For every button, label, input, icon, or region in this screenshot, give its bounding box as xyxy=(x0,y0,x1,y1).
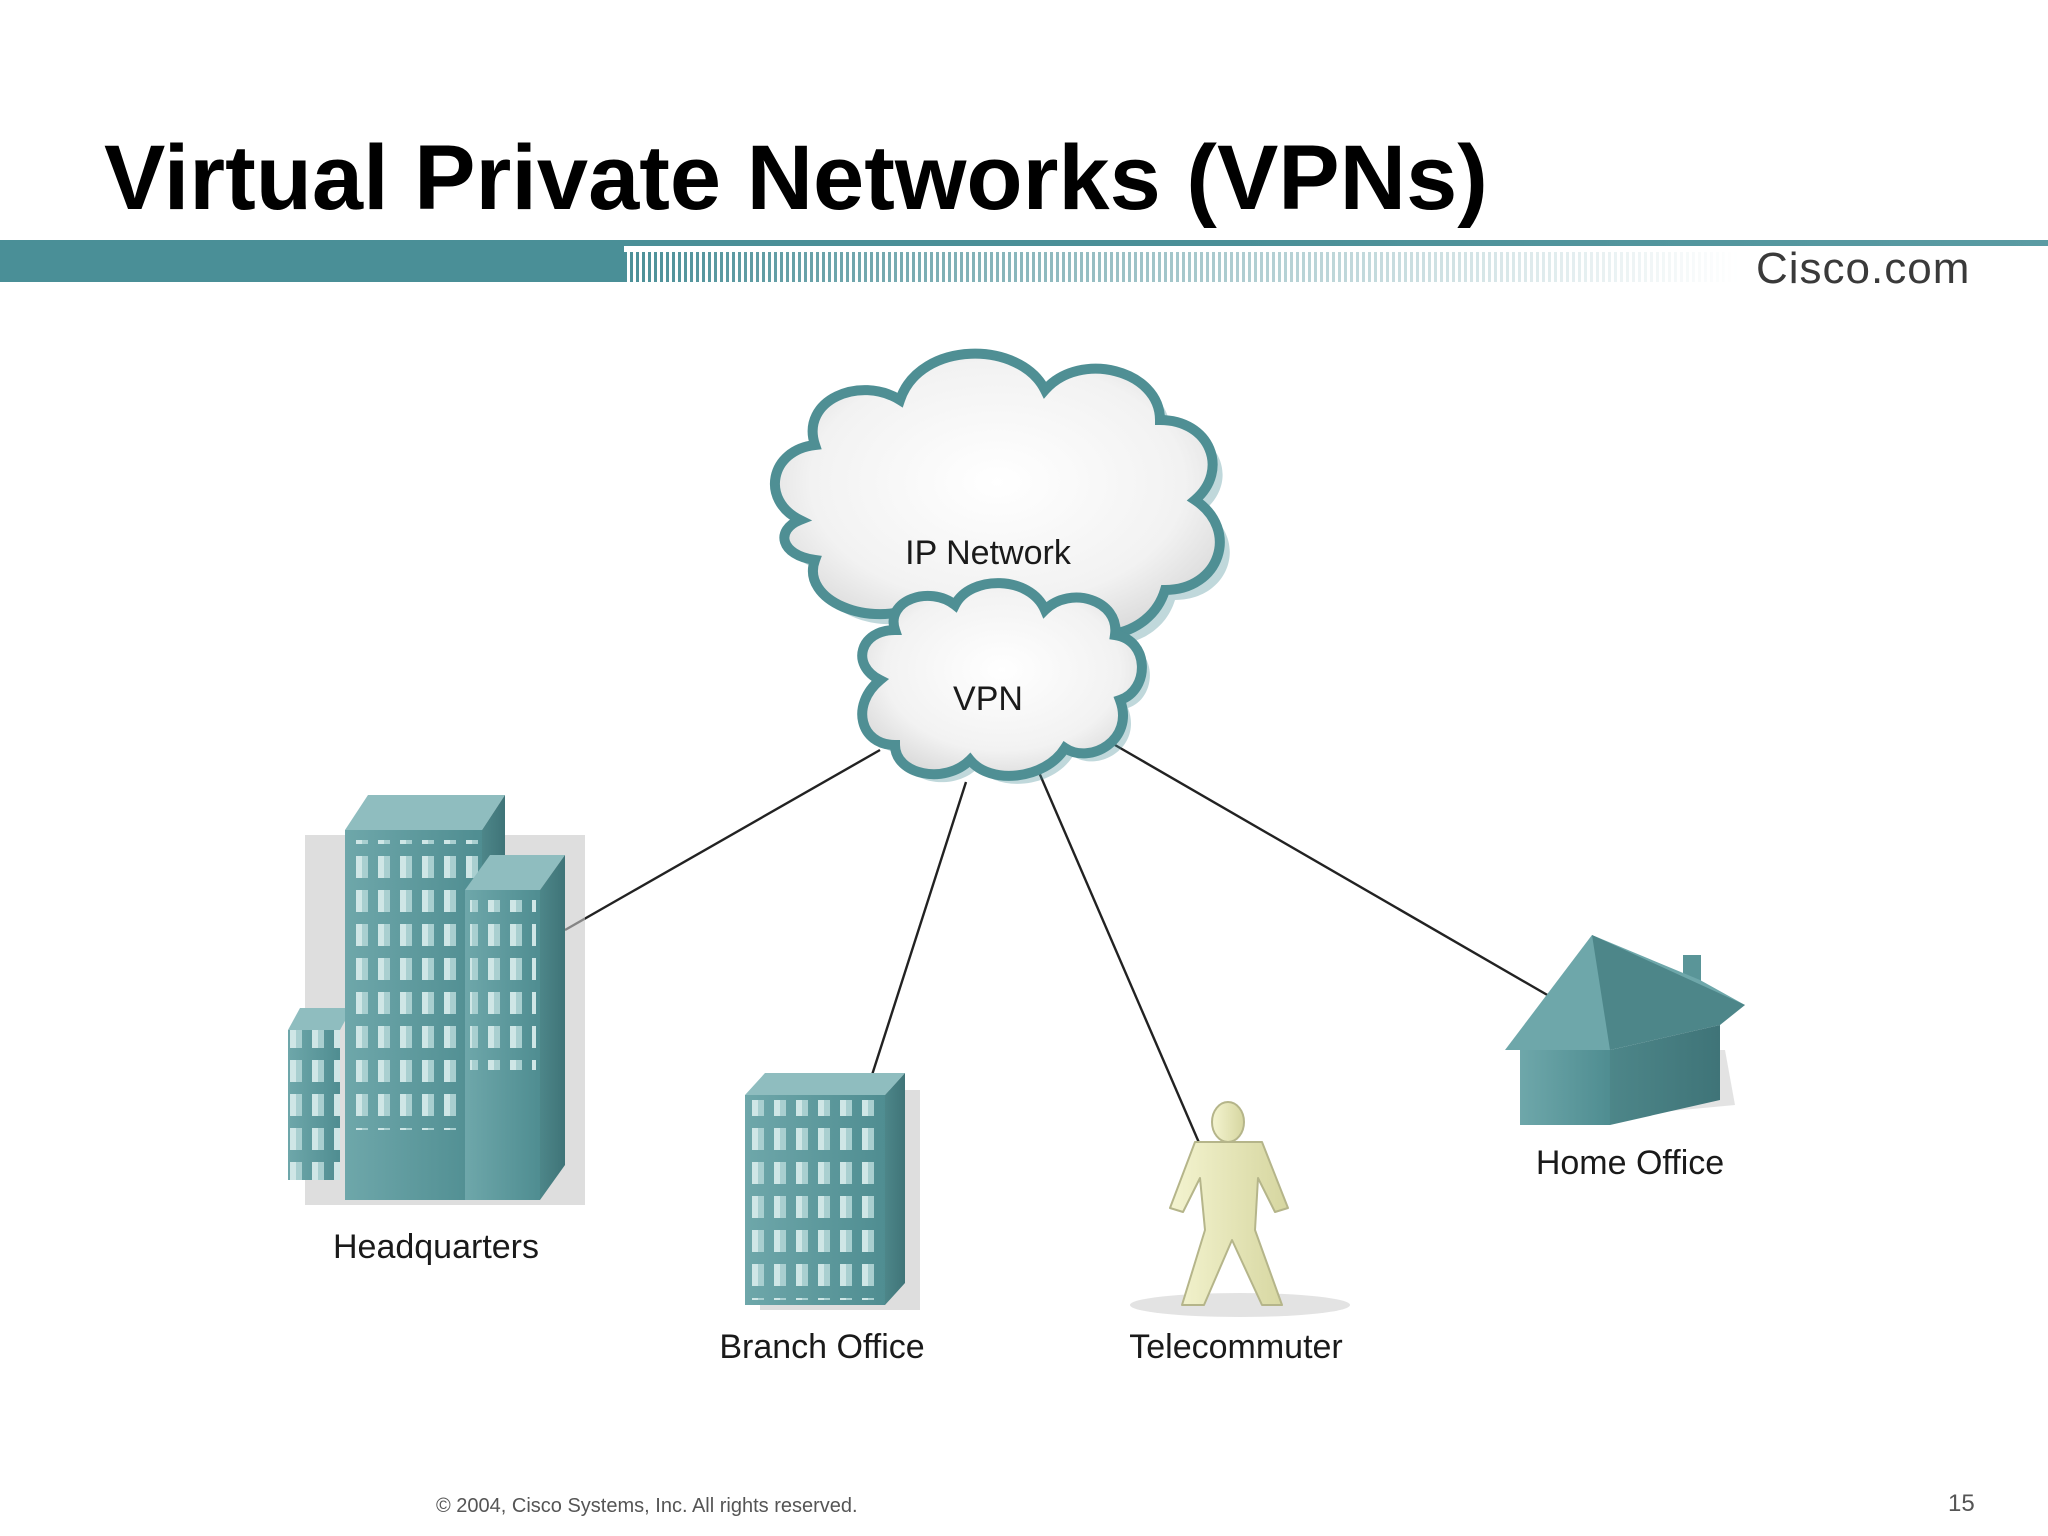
connection-lines xyxy=(564,743,1557,1146)
brand-logo-text: Cisco.com xyxy=(1756,244,1971,293)
office-tower-icon xyxy=(288,795,585,1205)
header-banner xyxy=(0,240,2048,282)
person-icon xyxy=(1130,1101,1350,1317)
house-icon xyxy=(1505,935,1745,1125)
building-icon xyxy=(745,1073,920,1310)
headquarters-label: Headquarters xyxy=(332,1228,540,1266)
vpn-label: VPN xyxy=(953,680,1023,718)
link-telecommuter xyxy=(1036,769,1202,1146)
branch-office-label: Branch Office xyxy=(719,1328,925,1366)
link-home-office xyxy=(1114,743,1557,1002)
slide-title: Virtual Private Networks (VPNs) xyxy=(104,127,1488,229)
link-headquarters xyxy=(564,748,881,932)
home-office-label: Home Office xyxy=(1535,1144,1725,1182)
ip-network-label: IP Network xyxy=(905,534,1071,572)
link-branch-office xyxy=(870,781,968,1076)
vpn-cloud xyxy=(857,578,1150,784)
copyright-notice: © 2004, Cisco Systems, Inc. All rights r… xyxy=(436,1495,858,1517)
telecommuter-label: Telecommuter xyxy=(1129,1328,1343,1366)
page-number: 15 xyxy=(1948,1490,1975,1517)
